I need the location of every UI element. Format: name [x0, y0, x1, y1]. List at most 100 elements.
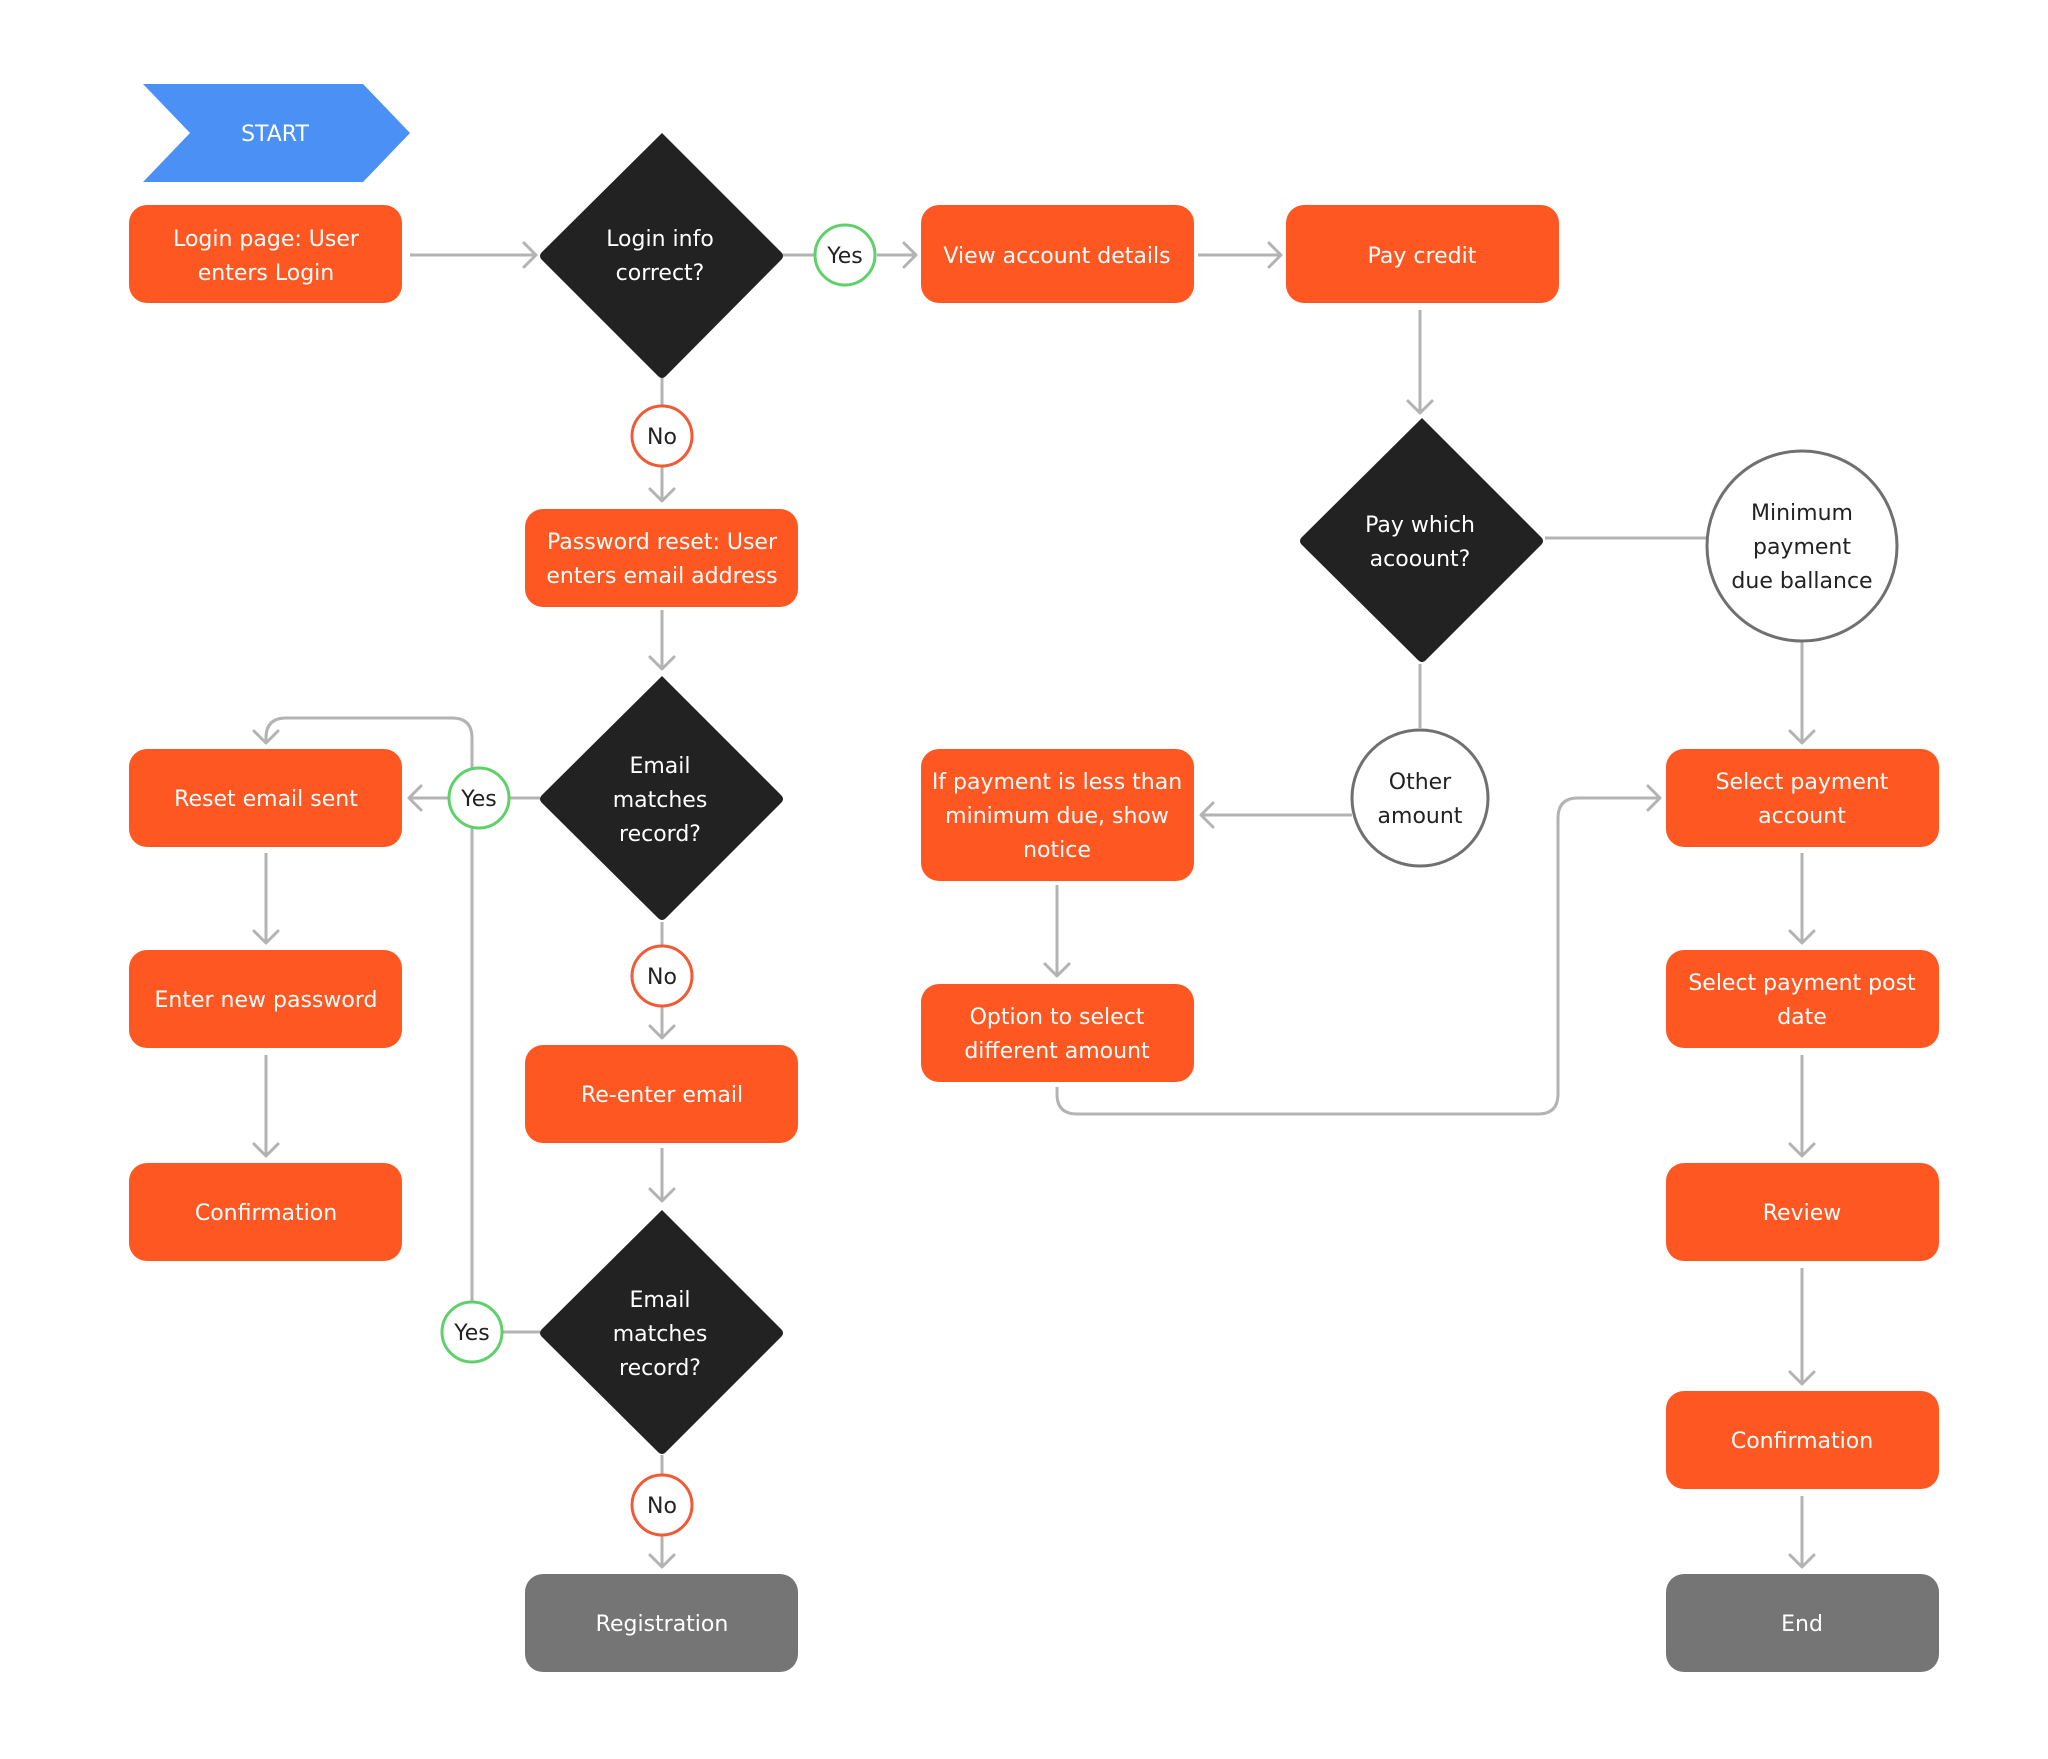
- arrowhead: [1788, 1142, 1816, 1158]
- start-arrow-shape: [143, 84, 410, 182]
- node-label-line: payment: [1753, 535, 1851, 560]
- node-end[interactable]: End: [1666, 1574, 1939, 1672]
- node-reset-email-sent[interactable]: Reset email sent: [129, 749, 402, 847]
- node-confirmation-right[interactable]: Confirmation: [1666, 1391, 1939, 1489]
- node-label-line: Re-enter email: [581, 1083, 743, 1108]
- node-label-line: Select payment: [1716, 770, 1889, 795]
- badge-yes-login: Yes: [813, 223, 877, 287]
- svg-text:No: No: [647, 425, 677, 450]
- node-label-line: Confirmation: [195, 1201, 337, 1226]
- node-label-line: matches: [613, 788, 708, 813]
- node-label: Pay credit: [1368, 244, 1477, 269]
- decision-pay-which[interactable]: Pay which acoount?: [1300, 418, 1543, 662]
- node-label-line: Password reset: User: [547, 530, 778, 555]
- badge-no-email-2: No: [630, 1473, 694, 1537]
- connector: [1055, 796, 1659, 1116]
- svg-text:No: No: [647, 965, 677, 990]
- arrowhead: [648, 1553, 676, 1569]
- node-pay-credit[interactable]: Pay credit: [1286, 205, 1559, 303]
- node-label-line: correct?: [616, 261, 705, 286]
- node-login-page[interactable]: Login page: User enters Login: [129, 205, 402, 303]
- node-label-line: account: [1758, 804, 1846, 829]
- node-label: Pay which acoount?: [1365, 513, 1475, 572]
- node-label-line: notice: [1023, 838, 1091, 863]
- node-label: Select payment post date: [1688, 971, 1916, 1030]
- start-terminal[interactable]: START: [143, 84, 410, 182]
- node-label: Minimum payment due ballance: [1731, 501, 1872, 594]
- decision-login-correct[interactable]: Login info correct?: [540, 133, 783, 378]
- arrowhead: [1646, 784, 1662, 812]
- svg-text:Yes: Yes: [826, 244, 863, 269]
- node-label: Login page: User enters Login: [173, 227, 360, 286]
- arrowhead: [407, 784, 423, 812]
- node-label: View account details: [943, 244, 1170, 269]
- arrowhead: [1788, 729, 1816, 745]
- node-label: Enter new password: [155, 988, 378, 1013]
- node-label: End: [1781, 1612, 1823, 1637]
- node-label-line: date: [1777, 1005, 1827, 1030]
- node-confirmation-left[interactable]: Confirmation: [129, 1163, 402, 1261]
- badge-no-email-1: No: [630, 944, 694, 1008]
- arrowhead: [1043, 962, 1071, 978]
- node-reenter-email[interactable]: Re-enter email: [525, 1045, 798, 1143]
- arrowhead: [648, 655, 676, 671]
- node-label-line: different amount: [964, 1039, 1150, 1064]
- arrowhead: [1199, 801, 1215, 829]
- node-label-line: Pay which: [1365, 513, 1475, 538]
- badge-no-login: No: [630, 404, 694, 468]
- node-label: Select payment account: [1716, 770, 1889, 829]
- node-label-line: Select payment post: [1688, 971, 1916, 996]
- node-label-line: Reset email sent: [174, 787, 358, 812]
- node-enter-new-password[interactable]: Enter new password: [129, 950, 402, 1048]
- arrowhead: [252, 1142, 280, 1158]
- node-select-post-date[interactable]: Select payment post date: [1666, 950, 1939, 1048]
- arrowhead: [902, 241, 918, 269]
- node-review[interactable]: Review: [1666, 1163, 1939, 1261]
- node-view-account-details[interactable]: View account details: [921, 205, 1194, 303]
- node-label-line: amount: [1378, 804, 1463, 829]
- node-label: Confirmation: [195, 1201, 337, 1226]
- node-label-line: enters Login: [198, 261, 335, 286]
- badge-yes-email-2: Yes: [440, 1300, 504, 1364]
- node-label-line: Minimum: [1751, 501, 1853, 526]
- svg-text:Yes: Yes: [460, 787, 497, 812]
- node-label-line: record?: [619, 1356, 701, 1381]
- svg-text:No: No: [647, 1494, 677, 1519]
- node-label-line: Login page: User: [173, 227, 360, 252]
- node-label-line: due ballance: [1731, 569, 1872, 594]
- connector: [264, 716, 474, 1301]
- node-label: Re-enter email: [581, 1083, 743, 1108]
- node-registration[interactable]: Registration: [525, 1574, 798, 1672]
- arrowhead: [1788, 1370, 1816, 1386]
- node-label-line: End: [1781, 1612, 1823, 1637]
- node-label-line: record?: [619, 822, 701, 847]
- badge-yes-email-1: Yes: [447, 766, 511, 830]
- arrowhead: [1406, 399, 1434, 415]
- node-select-payment-account[interactable]: Select payment account: [1666, 749, 1939, 847]
- node-label-line: Login info: [606, 227, 714, 252]
- node-label-line: Registration: [596, 1612, 729, 1637]
- node-label-line: acoount?: [1370, 547, 1471, 572]
- node-label: Confirmation: [1731, 1429, 1873, 1454]
- svg-text:Yes: Yes: [453, 1321, 490, 1346]
- node-label: Registration: [596, 1612, 729, 1637]
- arrowhead: [648, 487, 676, 503]
- node-label-line: minimum due, show: [945, 804, 1169, 829]
- node-label-line: Email: [629, 1288, 690, 1313]
- node-minimum-payment[interactable]: Minimum payment due ballance: [1705, 449, 1899, 643]
- node-label: Reset email sent: [174, 787, 358, 812]
- arrowhead: [1788, 1553, 1816, 1569]
